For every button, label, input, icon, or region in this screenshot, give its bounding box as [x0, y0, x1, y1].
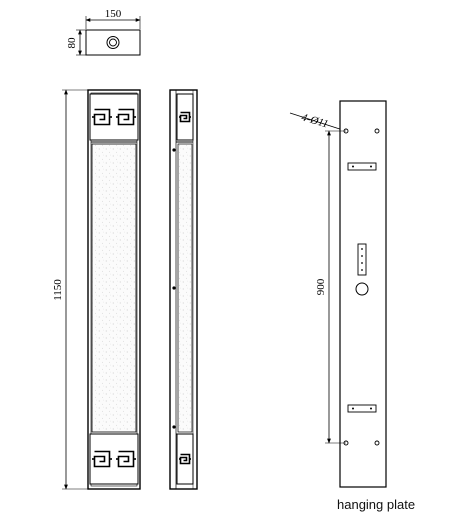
hanging-plate: 90 4-Ø11 900 hanging plate [289, 100, 415, 512]
side-view-screw-top [172, 148, 176, 152]
plate-hole-label: 4-Ø11 [300, 111, 330, 130]
front-view: 1150 [52, 89, 141, 490]
side-view-screw-mid [172, 286, 176, 290]
side-view-top-fret [176, 93, 194, 141]
plate-cable-hole [355, 282, 369, 296]
side-view [169, 89, 198, 490]
top-view-width-label: 150 [105, 8, 122, 20]
top-view: 150 80 [66, 8, 141, 56]
plate-caption: hanging plate [337, 497, 415, 512]
plate-upper-bracket [347, 162, 377, 171]
plate-hole-bottom-left [343, 440, 349, 446]
side-view-screw-bottom [172, 425, 176, 429]
plate-hole-bottom-right [374, 440, 380, 446]
top-view-outer-ring [106, 36, 120, 49]
plate-lower-bracket [347, 404, 377, 413]
side-view-glass [177, 143, 193, 433]
top-view-depth-label: 80 [66, 37, 78, 49]
front-view-top-fret [89, 93, 139, 141]
plate-hole-top-left [343, 128, 349, 134]
plate-hole-top-right [374, 128, 380, 134]
plate-center-bar [357, 243, 367, 276]
top-view-inner-ring [109, 38, 117, 47]
front-view-glass [91, 143, 137, 433]
front-view-bottom-fret [89, 433, 139, 485]
side-view-bottom-fret [176, 433, 194, 485]
plate-height-label: 900 [315, 278, 327, 295]
top-view-body [85, 29, 141, 56]
front-view-height-label: 1150 [52, 279, 64, 301]
